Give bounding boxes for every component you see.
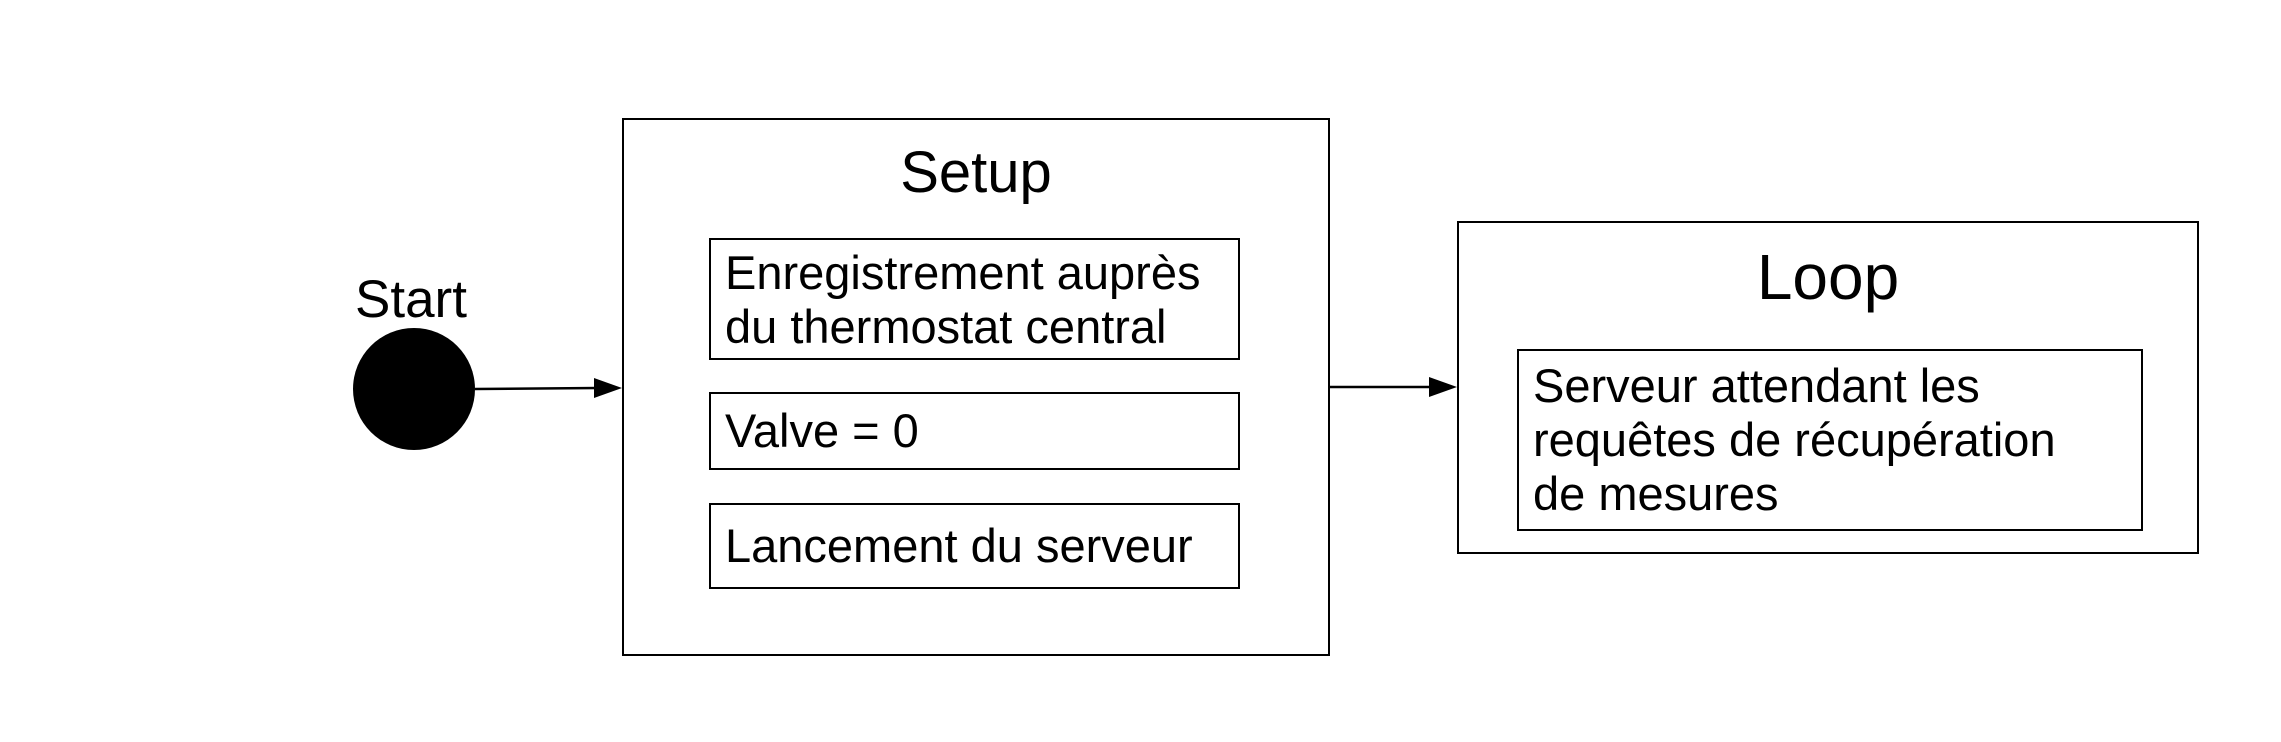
setup-step-registration-text: Enregistrement auprès du thermostat cent… — [725, 246, 1201, 353]
setup-to-loop-arrow-head — [1429, 377, 1457, 397]
loop-step-server-waiting: Serveur attendant les requêtes de récupé… — [1517, 349, 2143, 531]
setup-step-valve-text: Valve = 0 — [725, 404, 919, 457]
setup-step-server-launch: Lancement du serveur — [709, 503, 1240, 589]
setup-state: Setup Enregistrement auprès du thermosta… — [622, 118, 1330, 656]
start-label: Start — [355, 270, 467, 329]
loop-state: Loop Serveur attendant les requêtes de r… — [1457, 221, 2199, 554]
loop-title: Loop — [1756, 241, 1900, 313]
setup-step-valve: Valve = 0 — [709, 392, 1240, 470]
start-node — [353, 328, 475, 450]
start-to-setup-arrow-head — [594, 378, 622, 398]
start-to-setup-arrow-line — [474, 386, 599, 391]
loop-step-server-waiting-text: Serveur attendant les requêtes de récupé… — [1533, 359, 2056, 520]
setup-step-registration: Enregistrement auprès du thermostat cent… — [709, 238, 1240, 360]
setup-step-server-launch-text: Lancement du serveur — [725, 519, 1193, 572]
setup-title: Setup — [900, 140, 1052, 205]
